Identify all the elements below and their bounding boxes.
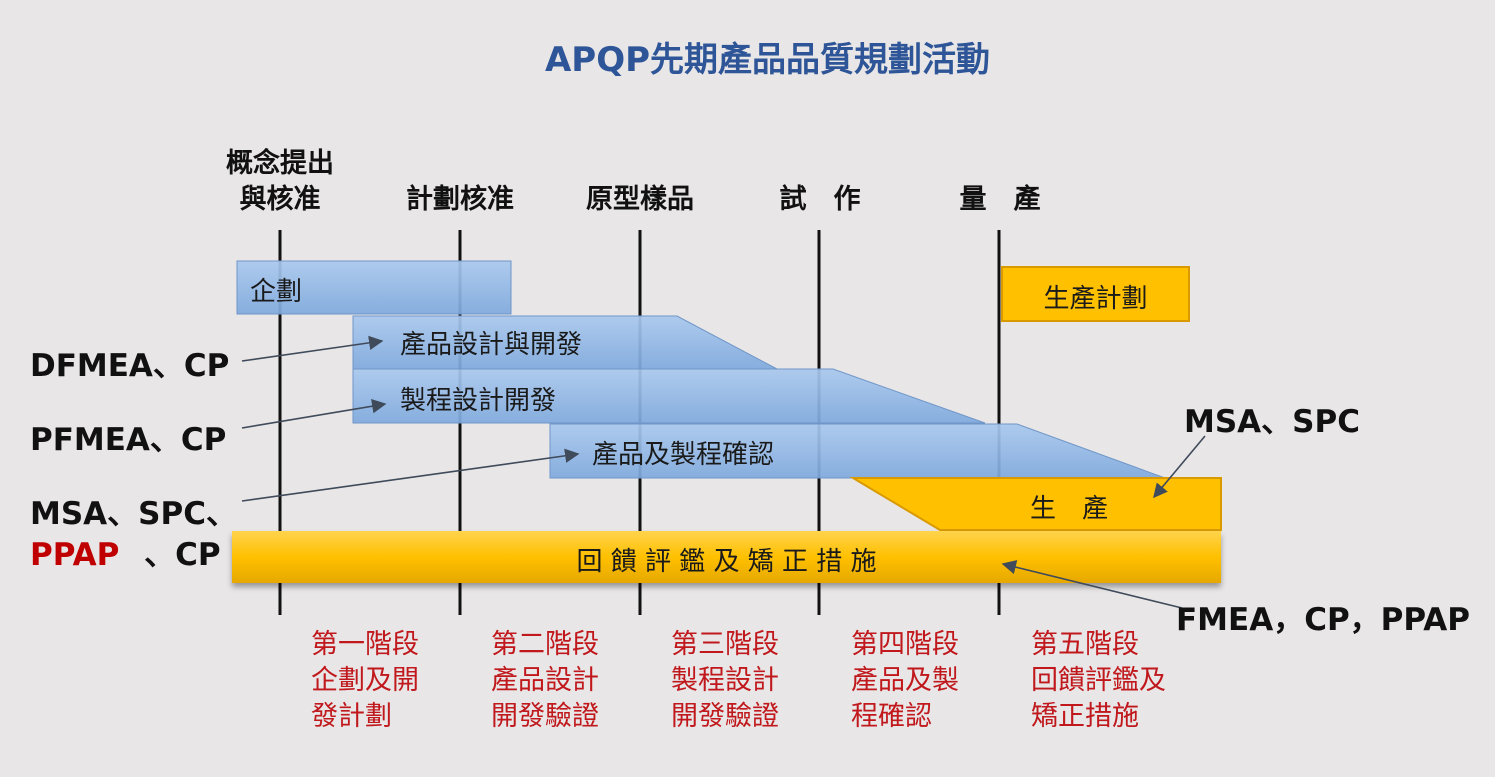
bar-feedback — [232, 531, 1221, 583]
bar-process-design-label: 製程設計開發 — [400, 386, 557, 416]
phase-2: 第二階段 產品設計 開發驗證 — [491, 627, 599, 735]
milestone-plan-approval: 計劃核准 — [406, 184, 514, 215]
phase-3-line2: 製程設計 — [671, 665, 779, 696]
bar-product-design-label: 產品設計與開發 — [400, 330, 583, 360]
milestone-concept-line2: 與核准 — [239, 184, 321, 215]
arrow-pfmea — [241, 399, 387, 429]
annotation-dfmea: DFMEA、CP — [30, 348, 230, 384]
phase-2-line3: 開發驗證 — [491, 701, 599, 732]
arrow-dfmea — [241, 335, 384, 362]
phase-4-title: 第四階段 — [851, 629, 959, 660]
phase-1: 第一階段 企劃及開 發計劃 — [311, 627, 419, 735]
milestone-concept-line1: 概念提出 — [226, 148, 334, 179]
phase-3-title: 第三階段 — [671, 629, 779, 660]
bar-validation-label: 產品及製程確認 — [592, 440, 775, 470]
arrow-msa-spc — [241, 448, 580, 502]
milestone-mass-production: 量 產 — [959, 184, 1041, 215]
phase-4-line3: 程確認 — [851, 701, 932, 732]
annotation-ppap-cp: PPAP 、CP — [30, 529, 221, 574]
bar-planning-label: 企劃 — [250, 277, 303, 307]
arrow-fmea — [1001, 560, 1183, 609]
phase-4-line2: 產品及製 — [851, 665, 959, 696]
phase-5-line2: 回饋評鑑及 — [1031, 665, 1166, 696]
milestone-concept: 概念提出 與核准 — [220, 146, 340, 218]
annotation-msa-spc-right: MSA、SPC — [1184, 404, 1360, 440]
page-title: APQP先期產品品質規劃活動 — [544, 40, 991, 80]
annotation-fmea-cp-ppap: FMEA，CP，PPAP — [1176, 602, 1470, 638]
phase-4: 第四階段 產品及製 程確認 — [851, 627, 959, 735]
phase-2-line2: 產品設計 — [491, 665, 599, 696]
bar-planning — [236, 260, 512, 315]
annotation-msa-spc: MSA、SPC、 — [30, 496, 237, 532]
annotation-cp: 、CP — [144, 537, 221, 573]
phase-5-line3: 矯正措施 — [1031, 701, 1139, 732]
milestone-pilot: 試 作 — [779, 184, 861, 215]
bar-production-plan — [1001, 266, 1190, 322]
annotation-pfmea: PFMEA、CP — [30, 422, 227, 458]
bar-production-label: 生 產 — [1030, 494, 1109, 524]
bar-production — [849, 477, 1222, 531]
milestone-prototype: 原型樣品 — [586, 184, 694, 215]
annotation-ppap: PPAP — [30, 537, 120, 573]
phase-3-line3: 開發驗證 — [671, 701, 779, 732]
phase-1-title: 第一階段 — [311, 629, 419, 660]
bar-process-design — [352, 368, 986, 424]
bar-production-plan-label: 生產計劃 — [1043, 284, 1148, 314]
arrow-msa-spc-right — [1153, 435, 1206, 499]
phase-5-title: 第五階段 — [1031, 629, 1139, 660]
phase-3: 第三階段 製程設計 開發驗證 — [671, 627, 779, 735]
phase-1-line3: 發計劃 — [311, 701, 392, 732]
bar-feedback-label: 回 饋 評 鑑 及 矯 正 措 施 — [576, 547, 877, 577]
phase-1-line2: 企劃及開 — [311, 665, 419, 696]
phase-2-title: 第二階段 — [491, 629, 599, 660]
phase-5: 第五階段 回饋評鑑及 矯正措施 — [1031, 627, 1166, 735]
